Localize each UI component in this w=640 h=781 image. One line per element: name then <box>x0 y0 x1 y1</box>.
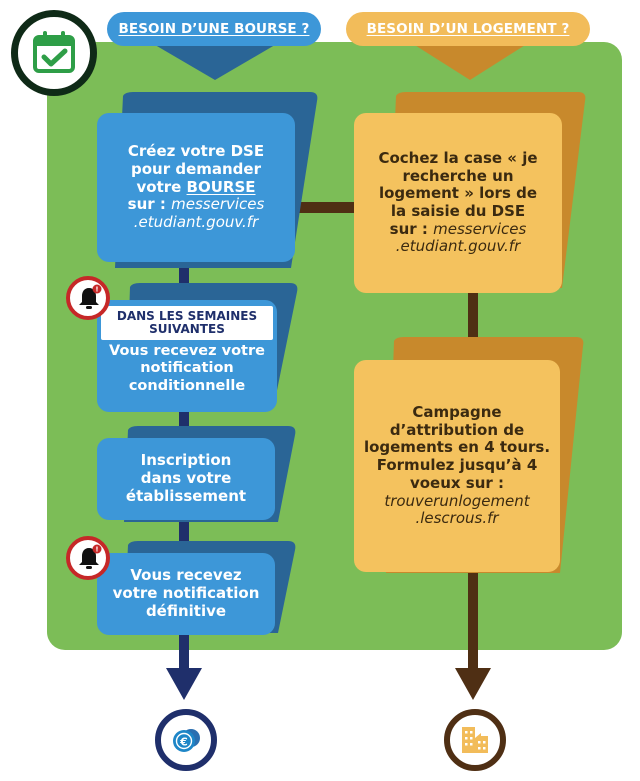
logement-arrow-head <box>455 668 491 700</box>
bell-notification-icon: ! <box>79 284 102 309</box>
logement-step-attribution-campaign: Campagne d’attribution de logements en 4… <box>354 360 560 572</box>
messervices-link[interactable]: messervices <box>433 219 527 238</box>
bourse-arrow-head <box>166 668 202 700</box>
calendar-check-icon <box>33 31 75 73</box>
bourse-header[interactable]: BESOIN D’UNE BOURSE ? <box>107 12 321 46</box>
bourse-step-conditional-notification: DANS LES SEMAINES SUIVANTES Vous recevez… <box>97 300 277 412</box>
logement-header[interactable]: BESOIN D’UN LOGEMENT ? <box>346 12 590 46</box>
messervices-link[interactable]: messervices <box>171 195 265 214</box>
bourse-step-enrollment: Inscription dans votre établissement <box>97 438 275 520</box>
messervices-link-domain[interactable]: .etudiant.gouv.fr <box>133 213 259 232</box>
logement-end-badge <box>444 709 506 771</box>
bourse-funnel <box>150 42 280 80</box>
bourse-step-final-notification: Vous recevez votre notification définiti… <box>97 553 275 635</box>
trouverunlogement-link[interactable]: trouverunlogement <box>384 491 530 510</box>
svg-text:!: ! <box>95 286 98 294</box>
trouverunlogement-link-domain[interactable]: .lescrous.fr <box>415 509 499 528</box>
bell-notification-icon: ! <box>79 544 102 569</box>
calendar-badge <box>11 10 97 96</box>
messervices-link-domain[interactable]: .etudiant.gouv.fr <box>395 237 521 256</box>
buildings-icon <box>462 727 488 753</box>
svg-text:€: € <box>179 736 188 749</box>
logement-funnel <box>410 42 530 80</box>
bourse-step-create-dse: Créez votre DSE pour demander votre BOUR… <box>97 113 295 262</box>
cross-connector-line <box>296 202 360 213</box>
logement-step-check-box: Cochez la case « je recherche un logemen… <box>354 113 562 293</box>
svg-text:!: ! <box>95 546 98 554</box>
alert-badge: ! <box>66 536 110 580</box>
euro-coins-icon: € <box>173 729 200 752</box>
bourse-emphasis: BOURSE <box>186 177 256 196</box>
bourse-end-badge: € <box>155 709 217 771</box>
alert-badge: ! <box>66 276 110 320</box>
timing-tag: DANS LES SEMAINES SUIVANTES <box>101 306 273 341</box>
